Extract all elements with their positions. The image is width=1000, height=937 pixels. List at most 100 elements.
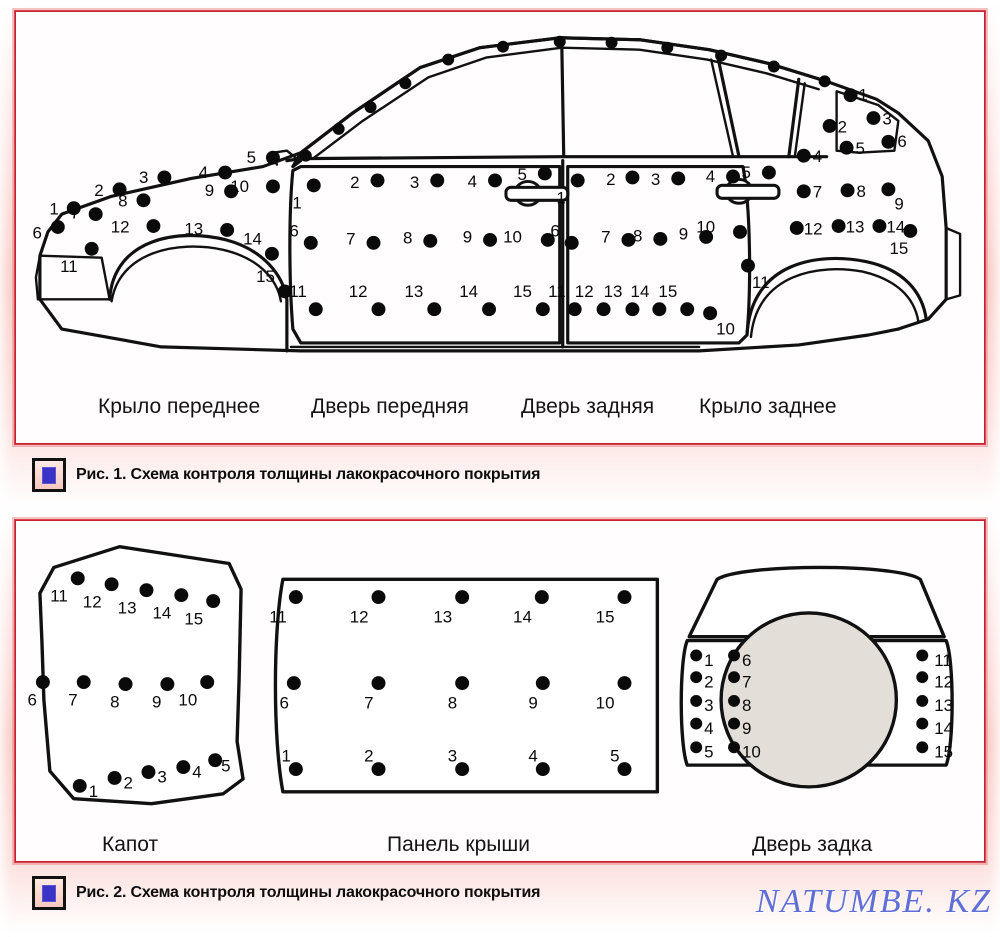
front-fender-label-4: 4 xyxy=(199,163,208,182)
front-door-label-7: 7 xyxy=(346,229,355,248)
hood-label-8: 8 xyxy=(110,692,119,711)
tailgate-dot-14 xyxy=(916,717,929,730)
roof-label-12: 12 xyxy=(350,607,369,626)
rear-door-label-14: 14 xyxy=(631,282,650,301)
roof-label-10: 10 xyxy=(596,693,615,712)
hood-label-15: 15 xyxy=(184,609,203,628)
front-fender-label-2: 2 xyxy=(94,181,103,200)
hood-label-6: 6 xyxy=(27,690,36,709)
tailgate-dot-8 xyxy=(728,694,741,707)
tailgate-label-11: 11 xyxy=(934,651,952,670)
roofline-dots xyxy=(299,35,831,162)
rear-door-label-2: 2 xyxy=(606,170,615,189)
hood-label-11: 11 xyxy=(50,587,68,606)
tailgate-dot-4 xyxy=(690,717,703,730)
front-fender-label-14: 14 xyxy=(243,229,262,248)
tailgate-label-10: 10 xyxy=(742,743,761,762)
rear-door-dot-4 xyxy=(726,169,741,184)
rear-fender-label-8: 8 xyxy=(857,182,866,201)
tailgate-label-2: 2 xyxy=(704,673,713,692)
front-fender-dot-7 xyxy=(88,207,103,222)
front-fender-dot-12 xyxy=(146,219,161,233)
rear-door-label-7: 7 xyxy=(601,227,610,246)
front-door-label-13: 13 xyxy=(404,282,423,301)
roof-label-7: 7 xyxy=(364,693,373,712)
hood-label-10: 10 xyxy=(178,690,197,709)
front-fender-dot-11 xyxy=(84,241,99,256)
spare-wheel-cover xyxy=(719,611,899,789)
bullet-inner-square-2 xyxy=(42,884,56,902)
panel-label-roof: Панель крыши xyxy=(387,833,530,856)
front-fender-label-10: 10 xyxy=(230,177,249,196)
tailgate-dot-6 xyxy=(728,649,741,662)
panel-label-rear-door: Дверь задняя xyxy=(521,395,655,418)
figure2-caption-row: Рис. 2. Схема контроля толщины лакокрасо… xyxy=(32,876,541,910)
rear-door-extra-dot-11 xyxy=(741,258,755,273)
roof-dot-3 xyxy=(455,762,470,776)
rear-door-dot-5 xyxy=(761,165,776,180)
rear-door-dot-3 xyxy=(671,171,686,186)
rear-door-label-4: 4 xyxy=(706,167,715,186)
roof-dot-14 xyxy=(534,590,549,605)
front-door-label-5: 5 xyxy=(517,165,526,184)
rear-fender-dot-5 xyxy=(839,140,854,155)
rear-fender-dot-9 xyxy=(881,182,896,197)
hood-label-14: 14 xyxy=(153,603,172,622)
hood-label-1: 1 xyxy=(89,782,98,801)
front-door-dot-11 xyxy=(308,302,323,317)
front-door-label-4: 4 xyxy=(468,172,477,191)
front-door-dot-14 xyxy=(482,302,497,317)
rear-door-label-13: 13 xyxy=(604,282,623,301)
rear-door-label-8: 8 xyxy=(633,226,642,245)
tailgate-label-9: 9 xyxy=(742,719,751,738)
hood-label-9: 9 xyxy=(152,692,161,711)
rear-fender-label-6: 6 xyxy=(897,132,906,151)
front-fender-label-8: 8 xyxy=(118,192,127,211)
tailgate-label-14: 14 xyxy=(934,719,953,738)
rear-fender-label-7: 7 xyxy=(813,183,822,202)
hood-dot-6 xyxy=(35,675,50,690)
rear-fender-dot-8 xyxy=(840,183,855,198)
bullet-square-icon-2 xyxy=(32,876,66,910)
roof-dot-1 xyxy=(288,762,303,776)
hood-dot-12 xyxy=(104,577,119,592)
front-fender-label-11: 11 xyxy=(60,257,78,276)
front-door-label-1: 1 xyxy=(292,194,301,213)
hood-dot-9 xyxy=(160,677,175,691)
rear-fender-label-13: 13 xyxy=(846,217,865,236)
roof-dot-4 xyxy=(535,762,550,776)
rear-fender-dot-12 xyxy=(789,221,804,235)
front-fender-dot-6 xyxy=(50,220,65,234)
rear-fender-dot-7 xyxy=(796,184,811,199)
front-fender-dot-14 xyxy=(264,246,279,261)
front-fender-label-7: 7 xyxy=(70,204,79,223)
hood-dot-8 xyxy=(118,677,133,691)
figure2-caption: Рис. 2. Схема контроля толщины лакокрасо… xyxy=(76,884,541,901)
front-fender-dot-13 xyxy=(220,223,235,237)
rear-door-dot-12 xyxy=(596,302,611,317)
tailgate-label-5: 5 xyxy=(704,743,713,762)
hood-dot-14 xyxy=(174,588,189,603)
roof-label-3: 3 xyxy=(448,747,457,766)
front-fender-label-3: 3 xyxy=(139,168,148,187)
panel-label-rear-fender: Крыло заднее xyxy=(699,395,837,418)
roof-dot-9 xyxy=(535,676,550,691)
rear-door-extra-label-11: 11 xyxy=(752,273,770,292)
front-fender-dot-9 xyxy=(224,184,239,199)
roof-label-2: 2 xyxy=(364,747,373,766)
roof-dot-7 xyxy=(371,676,386,691)
rear-door-dot-15 xyxy=(680,302,695,317)
tailgate-label-8: 8 xyxy=(742,696,751,715)
rear-door-extra-dot-10 xyxy=(703,306,718,321)
rear-fender-label-15: 15 xyxy=(889,239,908,258)
rear-door-handle xyxy=(715,177,781,205)
front-door-dot-10 xyxy=(540,232,555,247)
hood-label-13: 13 xyxy=(118,598,137,617)
roof-label-4: 4 xyxy=(528,747,537,766)
